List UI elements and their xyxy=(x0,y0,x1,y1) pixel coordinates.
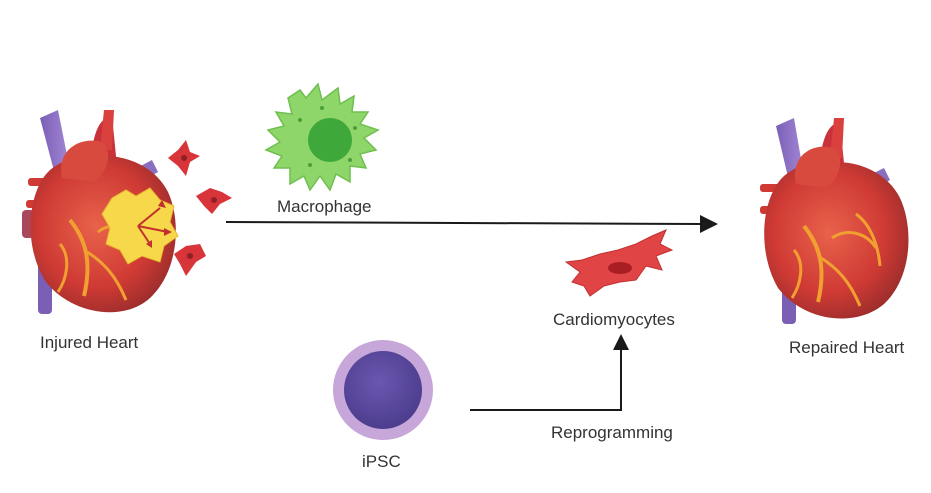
repaired-heart-label: Repaired Heart xyxy=(789,338,905,357)
macrophage-icon xyxy=(264,82,380,192)
reprogramming-arrow xyxy=(470,334,629,411)
cardiomyocyte-icon xyxy=(564,229,674,297)
injured-heart-icon xyxy=(22,110,232,314)
injured-heart-label: Injured Heart xyxy=(40,333,139,352)
macrophage-label: Macrophage xyxy=(277,197,372,216)
cardiomyocytes-label: Cardiomyocytes xyxy=(553,310,675,329)
ipsc-cell-icon xyxy=(333,340,433,440)
ipsc-label: iPSC xyxy=(362,452,401,471)
reprogramming-label: Reprogramming xyxy=(551,423,673,442)
main-arrow xyxy=(225,215,718,233)
repaired-heart-icon xyxy=(760,118,909,324)
